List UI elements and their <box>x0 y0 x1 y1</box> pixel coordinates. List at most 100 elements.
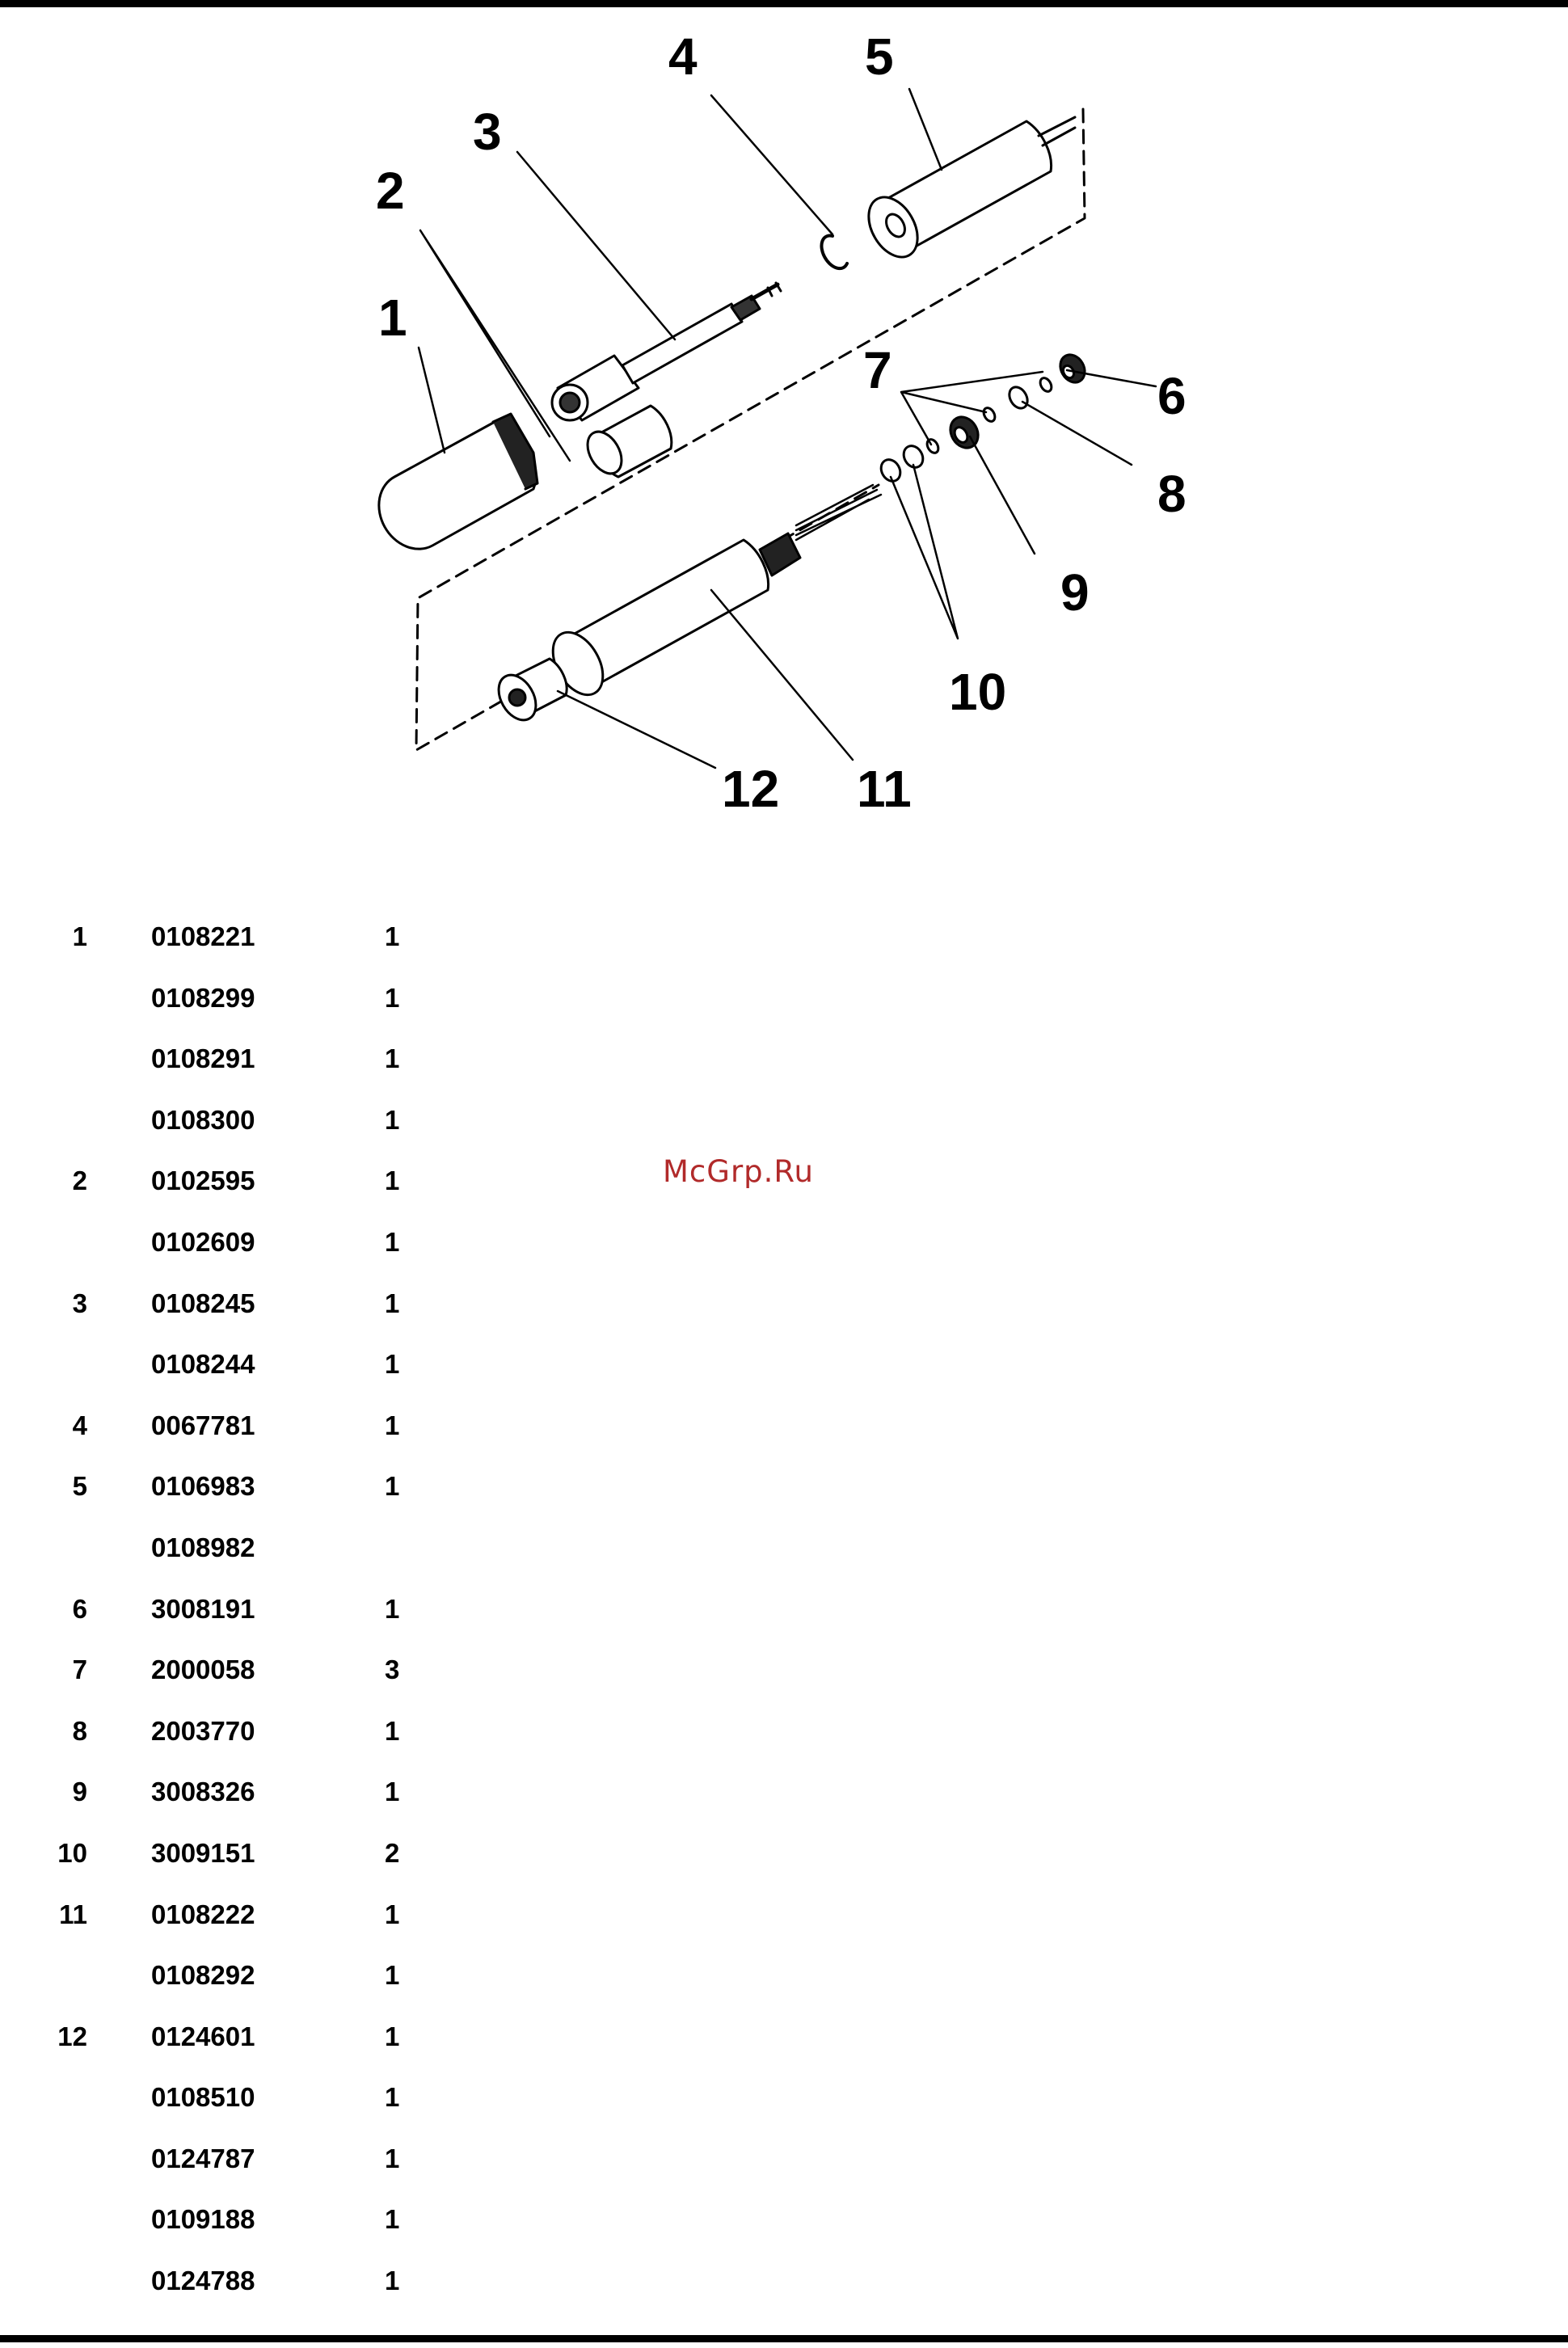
parts-row: 0124787 1 <box>0 2144 566 2205</box>
callout-3: 3 <box>473 103 502 161</box>
callout-2: 2 <box>376 162 405 220</box>
part-number: 0108300 <box>151 1105 255 1136</box>
part-9-gland <box>945 412 984 453</box>
part-10-nuts <box>877 442 926 484</box>
part-number: 2000058 <box>151 1655 255 1685</box>
part-number: 0124788 <box>151 2266 255 2296</box>
parts-row: 4 0067781 1 <box>0 1410 566 1472</box>
callout-8: 8 <box>1157 465 1187 523</box>
part-number: 3008191 <box>151 1594 255 1625</box>
callout-9: 9 <box>1060 563 1090 622</box>
part-number: 0108510 <box>151 2082 255 2113</box>
cable-wires <box>796 485 881 540</box>
part-quantity: 1 <box>385 1716 399 1747</box>
part-quantity: 1 <box>385 1166 399 1196</box>
part-quantity: 1 <box>385 1777 399 1807</box>
part-position: 2 <box>37 1166 87 1196</box>
parts-row: 8 2003770 1 <box>0 1716 566 1777</box>
part-quantity: 1 <box>385 1043 399 1074</box>
part-quantity: 1 <box>385 1410 399 1441</box>
part-quantity: 1 <box>385 1899 399 1930</box>
part-number: 0108982 <box>151 1532 255 1563</box>
callout-12: 12 <box>722 760 779 818</box>
parts-row: 0108244 1 <box>0 1349 566 1410</box>
part-number: 0124787 <box>151 2144 255 2174</box>
parts-row: 9 3008326 1 <box>0 1777 566 1838</box>
part-number: 0108245 <box>151 1288 255 1319</box>
part-number: 0106983 <box>151 1471 255 1502</box>
part-quantity: 1 <box>385 1960 399 1991</box>
part-quantity: 1 <box>385 1594 399 1625</box>
part-position: 8 <box>37 1716 87 1747</box>
part-quantity: 1 <box>385 921 399 952</box>
callout-10: 10 <box>949 663 1006 721</box>
part-3-shaft <box>552 283 781 420</box>
part-quantity: 1 <box>385 1288 399 1319</box>
part-position: 12 <box>37 2021 87 2052</box>
callout-7: 7 <box>863 341 892 399</box>
part-quantity: 1 <box>385 2144 399 2174</box>
parts-list: 1010822110108299101082911010830012010259… <box>0 921 566 2327</box>
parts-row: 0108292 1 <box>0 1960 566 2021</box>
part-number: 0108291 <box>151 1043 255 1074</box>
parts-row: 3 0108245 1 <box>0 1288 566 1350</box>
part-number: 0102595 <box>151 1166 255 1196</box>
parts-row: 6 3008191 1 <box>0 1594 566 1655</box>
part-number: 0108222 <box>151 1899 255 1930</box>
part-number: 3008326 <box>151 1777 255 1807</box>
part-position: 5 <box>37 1471 87 1502</box>
parts-row: 2 0102595 1 <box>0 1166 566 1227</box>
part-position: 6 <box>37 1594 87 1625</box>
part-position: 11 <box>37 1899 87 1930</box>
part-quantity: 1 <box>385 2021 399 2052</box>
part-7-seals <box>925 376 1053 455</box>
part-12-end-fitting <box>491 659 567 727</box>
part-position: 3 <box>37 1288 87 1319</box>
part-number: 0108292 <box>151 1960 255 1991</box>
part-1-end-cap <box>379 414 537 549</box>
part-quantity: 1 <box>385 1227 399 1258</box>
callout-1: 1 <box>378 289 407 347</box>
part-number: 0102609 <box>151 1227 255 1258</box>
part-2-sleeve <box>580 406 671 479</box>
callout-11: 11 <box>857 760 912 818</box>
part-number: 0108221 <box>151 921 255 952</box>
part-quantity: 1 <box>385 2204 399 2235</box>
watermark: McGrp.Ru <box>663 1154 814 1189</box>
part-number: 0067781 <box>151 1410 255 1441</box>
part-number: 2003770 <box>151 1716 255 1747</box>
parts-row: 0108982 <box>0 1532 566 1594</box>
part-position: 4 <box>37 1410 87 1441</box>
part-quantity: 1 <box>385 2082 399 2113</box>
part-position: 7 <box>37 1655 87 1685</box>
part-position: 10 <box>37 1838 87 1869</box>
part-8-bushing <box>1005 384 1031 411</box>
parts-row: 7 2000058 3 <box>0 1655 566 1716</box>
exploded-view-diagram: 1 2 3 4 5 6 7 8 9 10 11 12 <box>0 0 1568 841</box>
parts-row: 0108291 1 <box>0 1043 566 1105</box>
part-quantity: 3 <box>385 1655 399 1685</box>
part-6-nut <box>1056 350 1090 386</box>
callout-6: 6 <box>1157 367 1187 425</box>
part-quantity: 1 <box>385 983 399 1014</box>
parts-row: 1030091512 <box>0 1838 566 1899</box>
bottom-rule <box>0 2335 1568 2342</box>
parts-row: 11 0108222 1 <box>0 1899 566 1961</box>
part-number: 0108244 <box>151 1349 255 1380</box>
part-11-main-housing <box>542 533 800 703</box>
parts-row: 0108300 1 <box>0 1105 566 1166</box>
part-quantity: 1 <box>385 1105 399 1136</box>
parts-row: 0102609 1 <box>0 1227 566 1288</box>
callout-5: 5 <box>865 27 894 86</box>
callout-4: 4 <box>668 27 698 86</box>
parts-row: 1201246011 <box>0 2021 566 2083</box>
part-4-retaining-ring <box>821 236 847 269</box>
part-quantity: 2 <box>385 1838 399 1869</box>
part-quantity: 1 <box>385 1349 399 1380</box>
part-quantity: 1 <box>385 1471 399 1502</box>
part-position: 9 <box>37 1777 87 1807</box>
parts-row: 5 0106983 1 <box>0 1471 566 1532</box>
